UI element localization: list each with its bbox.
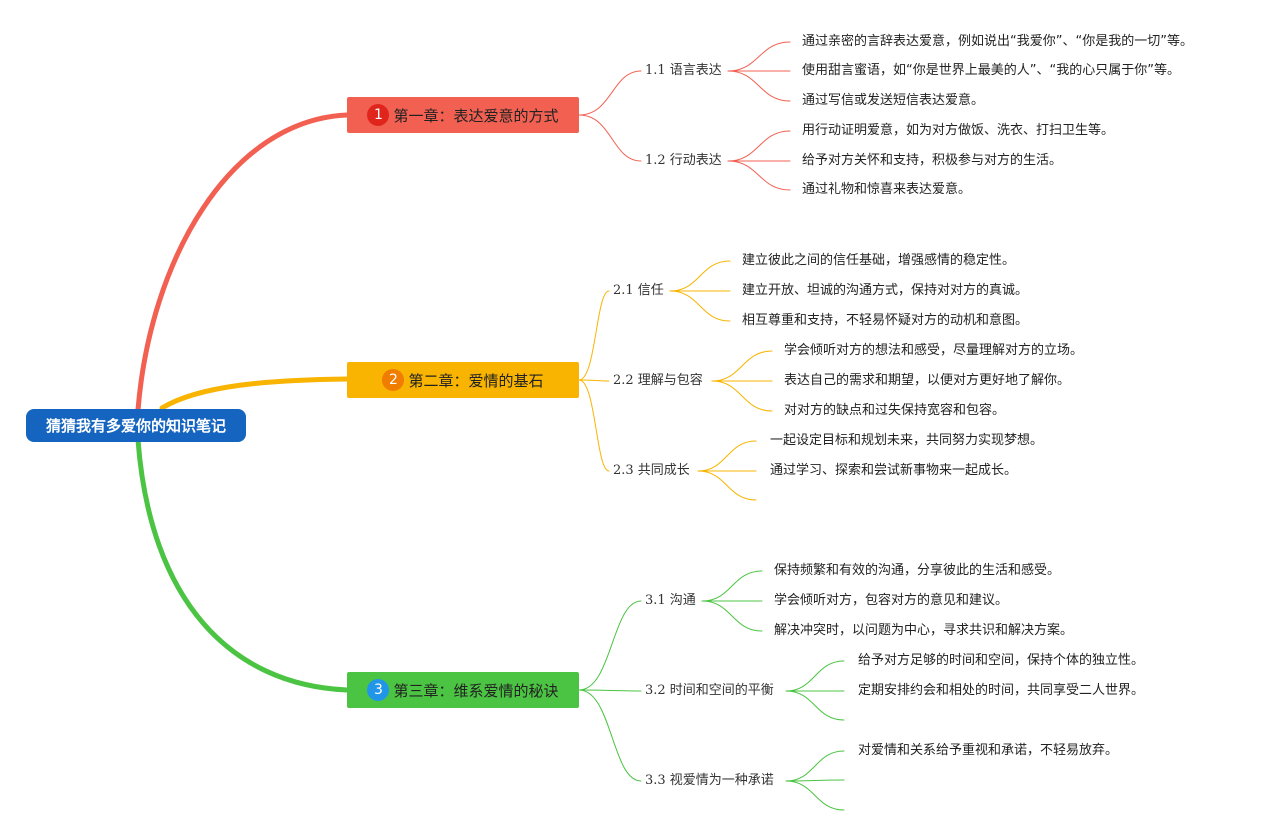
leaf-node[interactable]: 对对方的缺点和过失保持宽容和包容。 bbox=[784, 403, 1006, 418]
section-node[interactable]: 1.2 行动表达 bbox=[645, 153, 722, 168]
leaf-node[interactable]: 给予对方关怀和支持，积极参与对方的生活。 bbox=[802, 153, 1063, 168]
section-node[interactable]: 2.1 信任 bbox=[613, 283, 664, 298]
section-node[interactable]: 3.1 沟通 bbox=[645, 593, 696, 608]
leaf-node[interactable]: 通过礼物和惊喜来表达爱意。 bbox=[802, 182, 972, 197]
chapter-2-node[interactable]: 2 第二章：爱情的基石 bbox=[347, 362, 579, 398]
leaf-link bbox=[711, 350, 773, 382]
leaf-node[interactable]: 通过学习、探索和尝试新事物来一起成长。 bbox=[770, 463, 1018, 478]
chapter-1-node[interactable]: 1 第一章：表达爱意的方式 bbox=[347, 97, 579, 133]
chapter-title: 第一章：表达爱意的方式 bbox=[393, 106, 559, 125]
leaf-node[interactable]: 保持频繁和有效的沟通，分享彼此的生活和感受。 bbox=[774, 563, 1061, 578]
section-link bbox=[578, 689, 642, 782]
section-link bbox=[578, 600, 642, 691]
chapter-number-badge: 2 bbox=[382, 369, 405, 391]
section-node[interactable]: 2.3 共同成长 bbox=[613, 463, 690, 478]
leaf-node[interactable]: 学会倾听对方，包容对方的意见和建议。 bbox=[774, 593, 1009, 608]
chapter-number-badge: 3 bbox=[367, 679, 390, 701]
chapter-title: 第二章：爱情的基石 bbox=[408, 371, 544, 390]
branch-line bbox=[135, 437, 350, 693]
chapter-title: 第三章：维系爱情的秘诀 bbox=[393, 681, 559, 700]
section-node[interactable]: 3.2 时间和空间的平衡 bbox=[645, 683, 774, 698]
leaf-link bbox=[701, 570, 763, 602]
leaf-node[interactable]: 使用甜言蜜语，如“你是世界上最美的人”、“我的心只属于你”等。 bbox=[802, 63, 1180, 78]
leaf-link bbox=[785, 779, 845, 782]
section-link bbox=[578, 70, 642, 116]
leaf-link bbox=[785, 750, 845, 782]
section-link bbox=[578, 689, 642, 692]
leaf-node[interactable]: 用行动证明爱意，如为对方做饭、洗衣、打扫卫生等。 bbox=[802, 123, 1115, 138]
leaf-link bbox=[785, 690, 845, 721]
section-link bbox=[578, 379, 610, 472]
leaf-link bbox=[697, 470, 757, 501]
leaf-link bbox=[727, 41, 791, 72]
leaf-node[interactable]: 建立彼此之间的信任基础，增强感情的稳定性。 bbox=[742, 253, 1016, 268]
leaf-node[interactable]: 学会倾听对方的想法和感受，尽量理解对方的立场。 bbox=[784, 343, 1084, 358]
branch-line bbox=[135, 112, 350, 413]
section-link bbox=[578, 114, 642, 162]
leaf-node[interactable]: 对爱情和关系给予重视和承诺，不轻易放弃。 bbox=[858, 743, 1119, 758]
section-node[interactable]: 2.2 理解与包容 bbox=[613, 373, 703, 388]
leaf-node[interactable]: 一起设定目标和规划未来，共同努力实现梦想。 bbox=[770, 433, 1044, 448]
leaf-link bbox=[727, 160, 791, 191]
leaf-link bbox=[785, 780, 845, 811]
leaf-link bbox=[697, 440, 757, 472]
leaf-link bbox=[711, 380, 773, 412]
leaf-node[interactable]: 建立开放、坦诚的沟通方式，保持对对方的真诚。 bbox=[742, 283, 1029, 298]
leaf-link bbox=[785, 660, 845, 692]
leaf-node[interactable]: 解决冲突时，以问题为中心，寻求共识和解决方案。 bbox=[774, 623, 1074, 638]
section-node[interactable]: 3.3 视爱情为一种承诺 bbox=[645, 773, 774, 788]
leaf-node[interactable]: 通过写信或发送短信表达爱意。 bbox=[802, 93, 985, 108]
leaf-node[interactable]: 相互尊重和支持，不轻易怀疑对方的动机和意图。 bbox=[742, 313, 1029, 328]
chapter-3-node[interactable]: 3 第三章：维系爱情的秘诀 bbox=[347, 672, 579, 708]
section-link bbox=[578, 379, 610, 382]
section-node[interactable]: 1.1 语言表达 bbox=[645, 63, 722, 78]
leaf-node[interactable]: 通过亲密的言辞表达爱意，例如说出“我爱你”、“你是我的一切”等。 bbox=[802, 34, 1193, 49]
leaf-link bbox=[669, 290, 731, 322]
leaf-link bbox=[727, 130, 791, 162]
leaf-link bbox=[669, 260, 731, 292]
leaf-node[interactable]: 定期安排约会和相处的时间，共同享受二人世界。 bbox=[858, 683, 1145, 698]
section-link bbox=[578, 290, 610, 381]
root-node[interactable]: 猜猜我有多爱你的知识笔记 bbox=[26, 409, 246, 442]
leaf-node[interactable]: 表达自己的需求和期望，以便对方更好地了解你。 bbox=[784, 373, 1071, 388]
leaf-link bbox=[701, 600, 763, 632]
leaf-node[interactable]: 给予对方足够的时间和空间，保持个体的独立性。 bbox=[858, 653, 1145, 668]
chapter-number-badge: 1 bbox=[367, 104, 390, 126]
branch-line bbox=[159, 376, 350, 411]
leaf-link bbox=[727, 70, 791, 102]
